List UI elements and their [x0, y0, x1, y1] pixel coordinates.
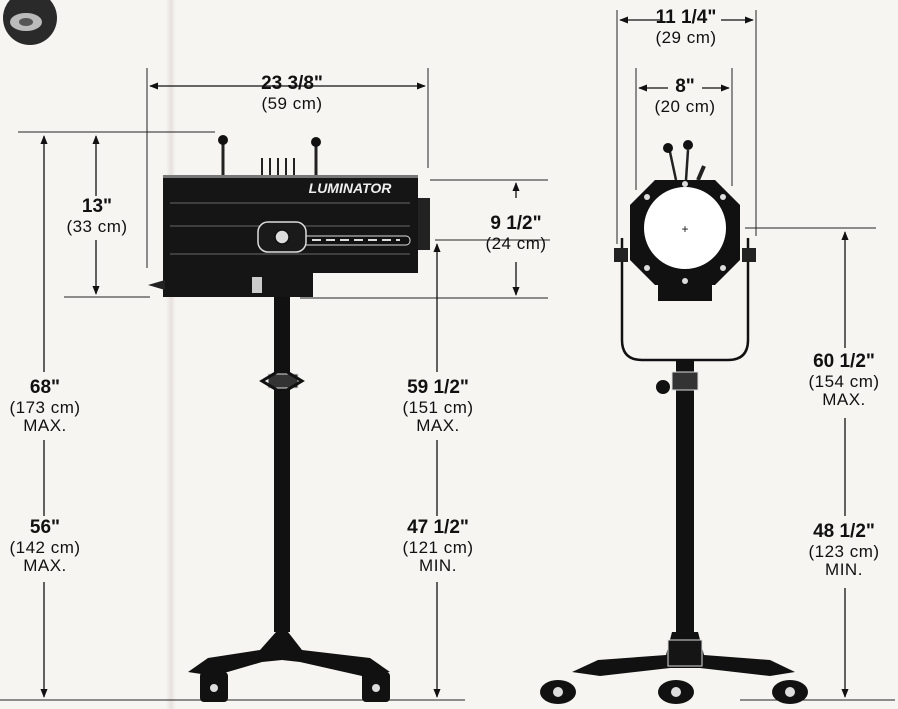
page-fold-shadow: [166, 0, 176, 709]
side-yoke-max-note: MAX.: [416, 415, 460, 435]
side-yoke-min-value: 47 1/2": [407, 517, 469, 538]
side-yoke-max-value: 59 1/2": [407, 377, 469, 398]
side-overall-max-value: 68": [29, 377, 61, 398]
front-view-fixture: +: [540, 10, 895, 704]
side-height-value: 13": [81, 196, 113, 217]
svg-text:+: +: [681, 222, 688, 236]
front-yoke-max-metric: (154 cm): [808, 371, 880, 391]
front-yoke-min-label: 48 1/2" (123 cm) MIN.: [796, 521, 892, 579]
front-extension-lines: [616, 10, 895, 701]
front-yoke-min-note: MIN.: [825, 559, 863, 579]
front-outer-width-value: 11 1/4": [655, 7, 717, 28]
front-outer-width-metric: (29 cm): [655, 27, 717, 47]
side-length-metric: (59 cm): [261, 93, 323, 113]
side-overall-max-label: 68" (173 cm) MAX.: [0, 377, 90, 435]
side-overall-max-note: MAX.: [23, 415, 67, 435]
side-length-value: 23 3/8": [261, 73, 323, 94]
side-overall-min-note: MAX.: [23, 555, 67, 575]
side-yoke-min-note: MIN.: [419, 555, 457, 575]
side-head-height-value: 9 1/2": [490, 213, 542, 234]
side-yoke-min-metric: (121 cm): [402, 537, 474, 557]
front-yoke-min-metric: (123 cm): [808, 541, 880, 561]
corner-logo-icon: [3, 0, 57, 45]
side-head-height-label: 9 1/2" (24 cm): [468, 213, 564, 253]
side-length-label: 23 3/8" (59 cm): [232, 73, 352, 113]
brand-label: LUMINATOR: [309, 180, 393, 196]
side-height-metric: (33 cm): [66, 216, 128, 236]
front-yoke-min-value: 48 1/2": [813, 521, 875, 542]
side-height-label: 13" (33 cm): [42, 196, 152, 236]
side-overall-max-metric: (173 cm): [9, 397, 81, 417]
side-yoke-min-label: 47 1/2" (121 cm) MIN.: [392, 517, 484, 575]
side-view-fixture: LUMINATOR: [0, 68, 550, 702]
front-lens-width-metric: (20 cm): [654, 96, 716, 116]
side-head-height-metric: (24 cm): [485, 233, 547, 253]
front-yoke-max-value: 60 1/2": [813, 351, 875, 372]
side-yoke-max-label: 59 1/2" (151 cm) MAX.: [392, 377, 484, 435]
front-yoke-max-note: MAX.: [822, 389, 866, 409]
front-lens-width-label: 8" (20 cm): [640, 76, 730, 116]
front-yoke-max-label: 60 1/2" (154 cm) MAX.: [796, 351, 892, 409]
side-overall-min-value: 56": [29, 517, 61, 538]
side-overall-min-label: 56" (142 cm) MAX.: [0, 517, 90, 575]
front-outer-width-label: 11 1/4" (29 cm): [638, 7, 734, 47]
side-overall-min-metric: (142 cm): [9, 537, 81, 557]
side-yoke-max-metric: (151 cm): [402, 397, 474, 417]
front-lens-width-value: 8": [675, 76, 695, 97]
